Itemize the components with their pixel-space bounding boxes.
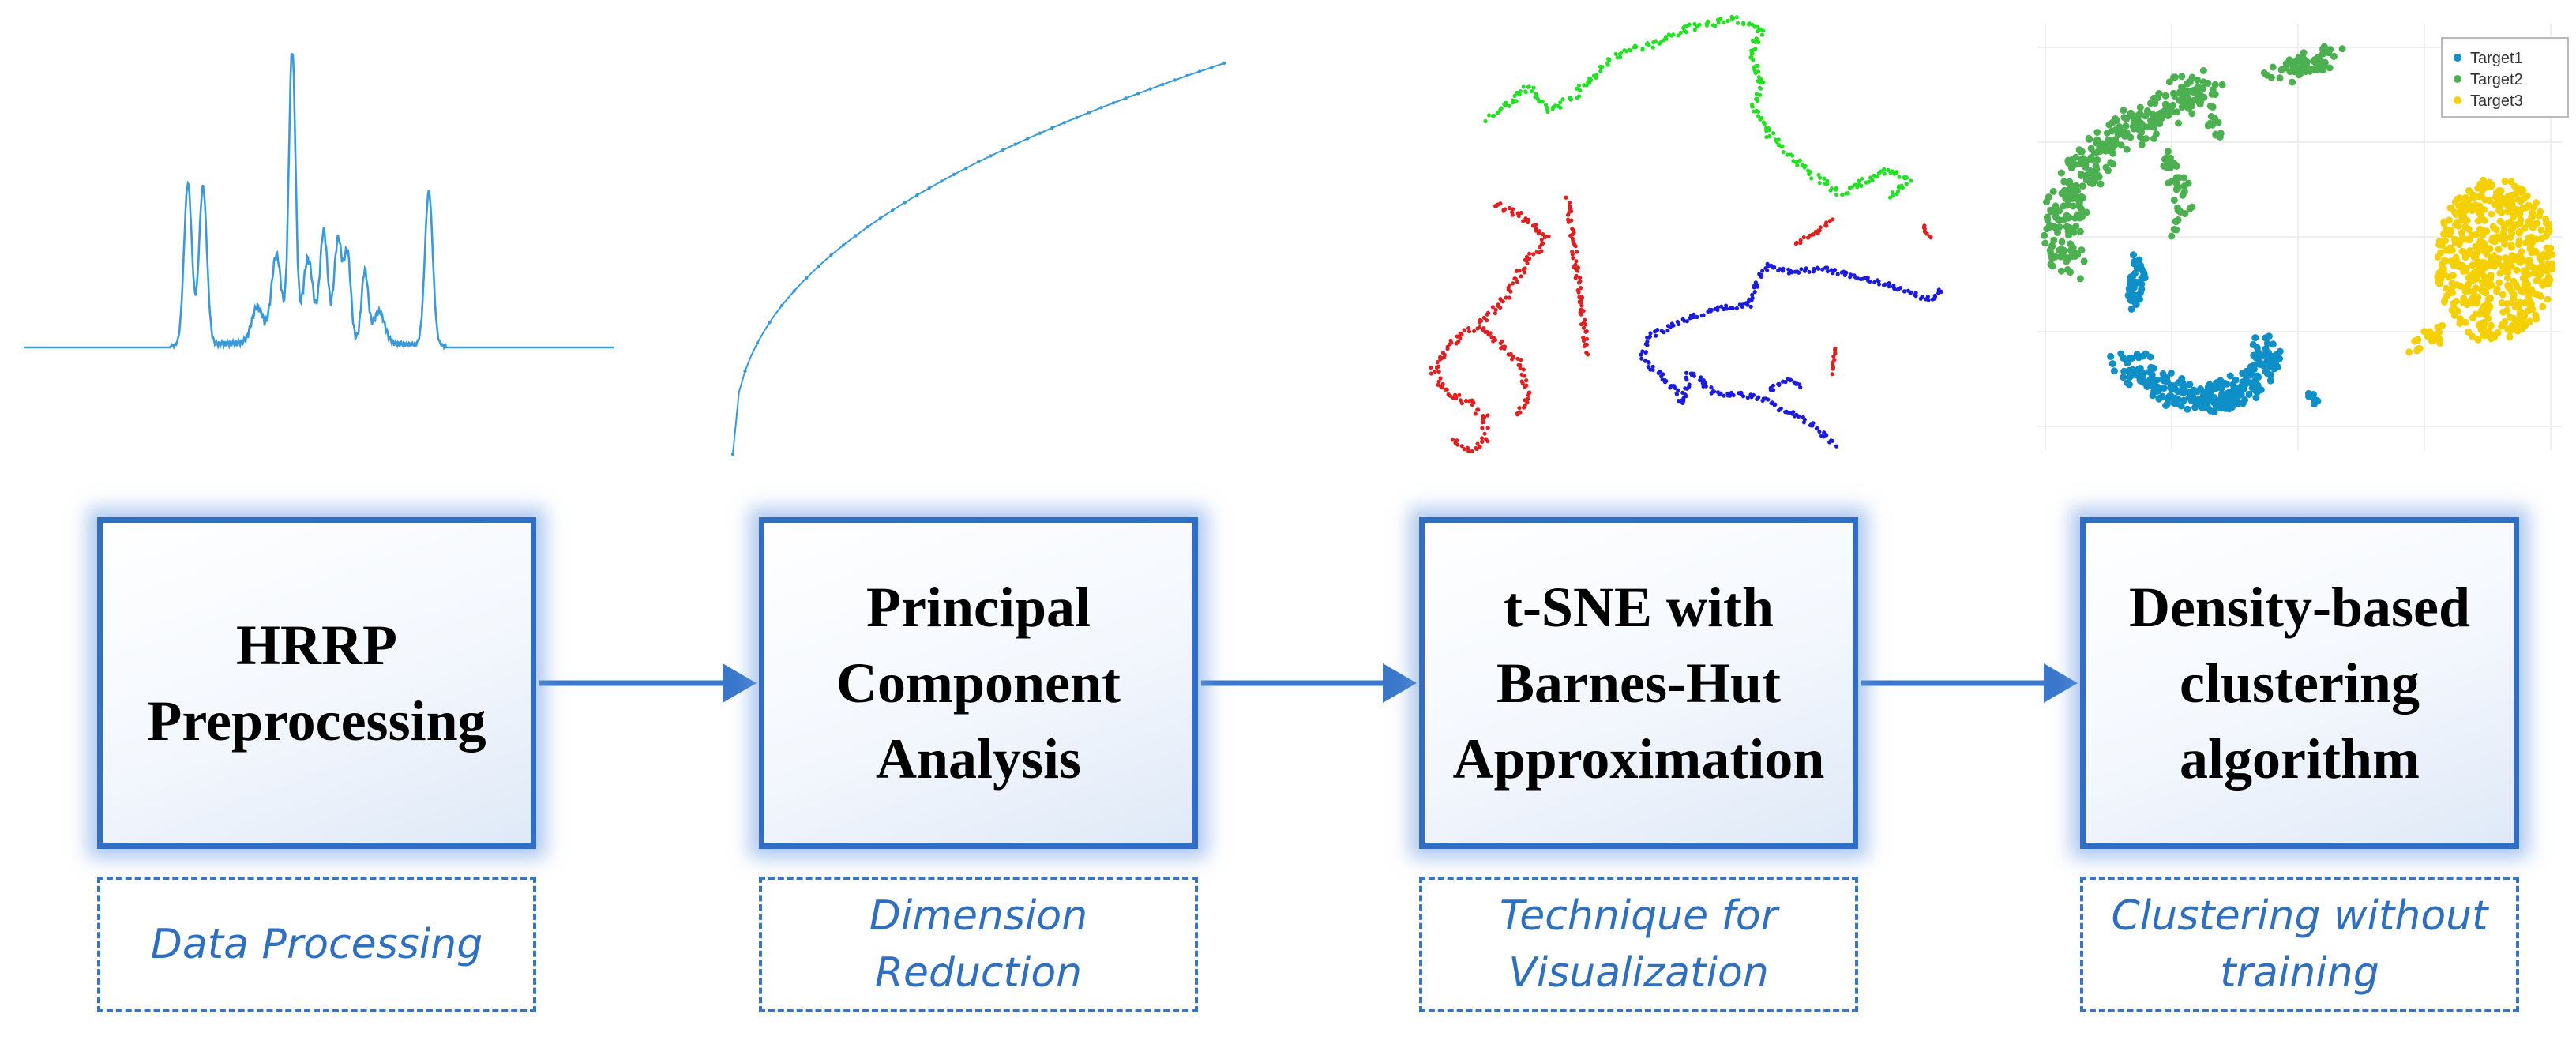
step-box-clustering: Density-based clustering algorithm — [2080, 517, 2519, 849]
arrow-1-to-2 — [539, 663, 757, 703]
legend-label-target1: Target1 — [2470, 50, 2523, 67]
tsne-cluster-red-c — [1481, 326, 1532, 417]
pca-line — [732, 62, 1225, 455]
tsne-cluster-red-a — [1429, 201, 1551, 454]
tsne-cluster-blue-a — [1639, 261, 1839, 449]
tsne-cluster-red-e — [1921, 223, 1933, 240]
step-title-2: Principal Component Analysis — [836, 576, 1121, 791]
note-text-1: Data Processing — [150, 921, 483, 968]
step-title-3: t-SNE with Barnes-Hut Approximation — [1452, 576, 1825, 791]
step-title-4: Density-based clustering algorithm — [2128, 576, 2471, 791]
legend-marker-target3 — [2454, 96, 2461, 104]
note-box-clustering: Clustering without training — [2080, 877, 2519, 1012]
tsne-cluster-green — [1483, 14, 1913, 200]
step-box-pca: Principal Component Analysis — [759, 517, 1198, 849]
note-box-visualization: Technique for Visualization — [1419, 877, 1858, 1012]
pca-variance-curve — [730, 61, 1226, 456]
hrrp-waveform — [24, 52, 614, 351]
step-title-1: HRRP Preprocessing — [147, 614, 486, 753]
hrrp-signal-plot — [24, 52, 614, 351]
note-text-3: Technique for Visualization — [1499, 892, 1778, 997]
legend-frame — [2441, 37, 2569, 118]
note-box-data-processing: Data Processing — [97, 877, 536, 1012]
tsne-scatter-plot — [1429, 14, 1943, 454]
note-text-4: Clustering without training — [2111, 892, 2488, 997]
step-box-tsne: t-SNE with Barnes-Hut Approximation — [1419, 517, 1858, 849]
tsne-cluster-red-d — [1793, 217, 1835, 246]
clustering-scatter-plot: Target1 Target2 Target3 — [2037, 24, 2569, 450]
tsne-cluster-blue-b — [1766, 263, 1943, 302]
note-text-2: Dimension Reduction — [869, 892, 1088, 997]
tsne-cluster-red-f — [1830, 346, 1838, 377]
note-box-dimension-reduction: Dimension Reduction — [759, 877, 1198, 1012]
legend-marker-target1 — [2454, 54, 2461, 62]
step-box-hrrp-preprocessing: HRRP Preprocessing — [97, 517, 536, 849]
arrow-3-to-4 — [1861, 663, 2078, 703]
arrow-2-to-3 — [1201, 663, 1417, 703]
legend-label-target3: Target3 — [2470, 92, 2523, 110]
legend-marker-target2 — [2454, 75, 2461, 83]
clustering-legend: Target1 Target2 Target3 — [2441, 37, 2569, 118]
tsne-cluster-blue-c — [1768, 377, 1803, 392]
legend-label-target2: Target2 — [2470, 71, 2523, 88]
tsne-cluster-red-b — [1564, 195, 1590, 357]
clustering-points — [2041, 43, 2556, 415]
